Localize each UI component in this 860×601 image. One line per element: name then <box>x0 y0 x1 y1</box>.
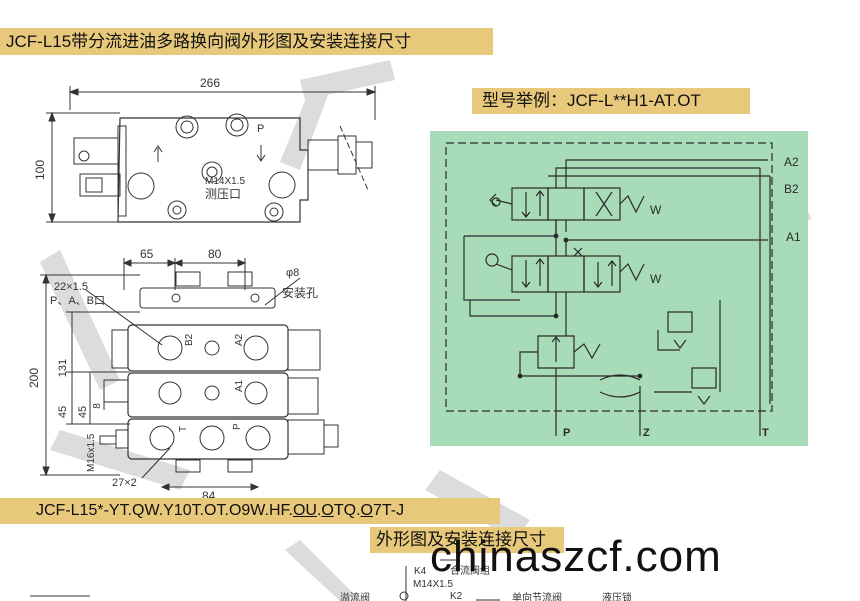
dim-65: 65 <box>140 247 154 261</box>
thread-main: 22×1.5 <box>54 281 88 293</box>
dim-8: 8 <box>92 403 103 409</box>
dim-131: 131 <box>57 359 69 377</box>
schematic-label-p: P <box>563 427 570 439</box>
bottom-k2: K2 <box>450 591 463 601</box>
model-code-ou: OU <box>292 502 317 519</box>
page-title: JCF-L15带分流进油多路换向阀外形图及安装连接尺寸 <box>0 28 493 55</box>
section-title-bottom: 外形图及安装连接尺寸 <box>370 527 564 553</box>
top-port-caption: 测压口 <box>205 187 241 201</box>
ports-main: P、A、B口 <box>50 295 105 307</box>
model-code-prefix: JCF-L15*-YT.QW.Y10T.OT.O9W.HF. <box>36 502 293 519</box>
schematic-label-a1: A1 <box>786 230 801 244</box>
model-code-o1: O <box>321 502 334 519</box>
side-port-p: P <box>232 423 243 430</box>
dim-100: 100 <box>33 160 47 180</box>
schematic-spring-w1: W <box>650 203 662 217</box>
schematic-label-t: T <box>762 427 769 439</box>
dim-45-right: 45 <box>77 406 89 418</box>
hole-caption: 安装孔 <box>282 285 318 300</box>
hole-dia: φ8 <box>286 267 299 279</box>
bottom-m14: M14X1.5 <box>413 579 453 590</box>
bottom-partial-drawing <box>30 559 500 601</box>
bottom-lock: 液压锁 <box>602 591 632 601</box>
schematic-label-z: Z <box>643 427 650 439</box>
model-code-mid: TQ. <box>333 502 361 519</box>
model-code-suffix: 7T-J <box>372 502 405 519</box>
hydraulic-schematic <box>430 131 808 446</box>
schematic-label-a2: A2 <box>784 155 799 169</box>
thread-bottom: 27×2 <box>112 477 137 489</box>
dim-45-left: 45 <box>57 406 69 418</box>
dim-200: 200 <box>27 368 41 388</box>
side-view-drawing <box>40 258 339 491</box>
model-code-dot: . <box>316 502 322 519</box>
thread-side: M16x1.5 <box>86 433 97 472</box>
side-port-a2: A2 <box>234 333 245 346</box>
schematic-spring-w2: W <box>650 272 662 286</box>
model-code-banner: JCF-L15*-YT.QW.Y10T.OT.O9W.HF.OU.OTQ.O7T… <box>0 498 500 524</box>
bottom-overflow: 溢流阀 <box>340 591 370 601</box>
side-port-t: T <box>178 426 189 432</box>
side-port-b2: B2 <box>184 333 195 346</box>
top-port-p-label: P <box>257 123 264 135</box>
side-port-a1: A1 <box>234 379 245 392</box>
dim-80: 80 <box>208 247 222 261</box>
schematic-label-b2: B2 <box>784 182 799 196</box>
model-example-label: 型号举例：JCF-L**H1-AT.OT <box>472 88 750 114</box>
dim-266: 266 <box>200 76 220 90</box>
top-port-thread: M14X1.5 <box>205 176 245 187</box>
top-view-drawing <box>46 86 377 224</box>
bottom-merge-valve: 合流阀组 <box>450 564 490 577</box>
model-code-o2: O <box>360 502 373 519</box>
bottom-k4: K4 <box>414 566 427 577</box>
site-watermark: chinaszcf.com <box>430 532 722 581</box>
bottom-check-valve: 单向节流阀 <box>512 591 562 601</box>
